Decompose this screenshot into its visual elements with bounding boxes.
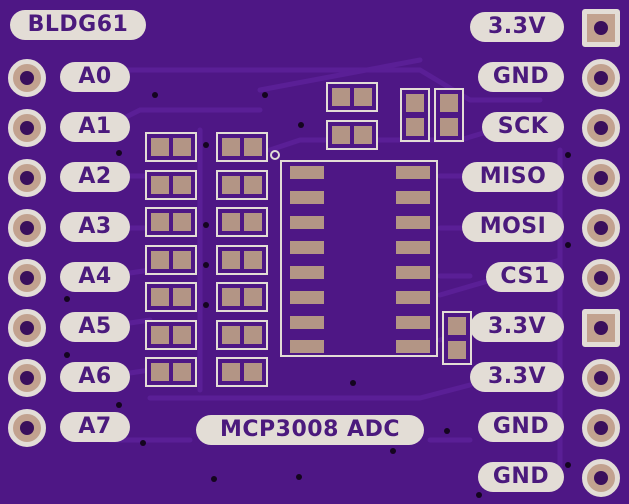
smd-resistor bbox=[216, 282, 268, 312]
smd-capacitor bbox=[442, 311, 472, 365]
via bbox=[203, 302, 209, 308]
left-pin-hole bbox=[8, 259, 46, 297]
via bbox=[298, 122, 304, 128]
via bbox=[203, 222, 209, 228]
pin-label-mosi: MOSI bbox=[462, 212, 564, 242]
smd-resistor bbox=[145, 282, 197, 312]
left-pin-hole bbox=[8, 109, 46, 147]
via bbox=[565, 152, 571, 158]
pin-label-miso: MISO bbox=[462, 162, 564, 192]
smd-capacitor bbox=[434, 88, 464, 142]
right-pin-hole bbox=[582, 359, 620, 397]
via bbox=[444, 428, 450, 434]
right-pin-hole bbox=[582, 309, 620, 347]
pin-label-a1: A1 bbox=[60, 112, 130, 142]
left-pin-hole bbox=[8, 159, 46, 197]
smd-resistor bbox=[145, 357, 197, 387]
left-pin-hole bbox=[8, 309, 46, 347]
via bbox=[262, 92, 268, 98]
via bbox=[296, 474, 302, 480]
via bbox=[116, 402, 122, 408]
pin-label-3v3: 3.3V bbox=[470, 362, 564, 392]
smd-capacitor bbox=[400, 88, 430, 142]
left-pin-hole bbox=[8, 209, 46, 247]
via bbox=[476, 492, 482, 498]
right-pin-hole bbox=[582, 459, 620, 497]
left-pin-hole bbox=[8, 359, 46, 397]
via bbox=[565, 242, 571, 248]
left-pin-hole bbox=[8, 59, 46, 97]
pin-label-3v3: 3.3V bbox=[470, 12, 564, 42]
pin-label-3v3: 3.3V bbox=[470, 312, 564, 342]
smd-resistor bbox=[145, 207, 197, 237]
smd-resistor bbox=[216, 357, 268, 387]
smd-capacitor bbox=[326, 120, 378, 150]
board-title: BLDG61 bbox=[10, 10, 146, 40]
right-pin-hole bbox=[582, 259, 620, 297]
via bbox=[140, 440, 146, 446]
pin-label-gnd: GND bbox=[478, 62, 564, 92]
left-pin-hole bbox=[8, 409, 46, 447]
smd-capacitor bbox=[326, 82, 378, 112]
pin-label-a4: A4 bbox=[60, 262, 130, 292]
smd-resistor bbox=[216, 320, 268, 350]
right-pin-hole bbox=[582, 59, 620, 97]
right-pin-hole bbox=[582, 209, 620, 247]
right-pin-hole bbox=[582, 159, 620, 197]
right-pin-hole bbox=[582, 109, 620, 147]
smd-resistor bbox=[216, 207, 268, 237]
via bbox=[390, 448, 396, 454]
pin-label-gnd: GND bbox=[478, 412, 564, 442]
pin-label-a6: A6 bbox=[60, 362, 130, 392]
via bbox=[116, 150, 122, 156]
pin1-marker bbox=[270, 150, 280, 160]
via bbox=[203, 142, 209, 148]
chip-label: MCP3008 ADC bbox=[196, 415, 424, 445]
smd-resistor bbox=[216, 170, 268, 200]
via bbox=[152, 92, 158, 98]
via bbox=[64, 296, 70, 302]
right-pin-hole bbox=[582, 9, 620, 47]
ic-footprint bbox=[280, 160, 438, 357]
smd-resistor bbox=[145, 245, 197, 275]
smd-resistor bbox=[216, 245, 268, 275]
via bbox=[350, 380, 356, 386]
pin-label-a5: A5 bbox=[60, 312, 130, 342]
pin-label-a0: A0 bbox=[60, 62, 130, 92]
via bbox=[565, 462, 571, 468]
pin-label-gnd: GND bbox=[478, 462, 564, 492]
pin-label-sck: SCK bbox=[482, 112, 564, 142]
smd-resistor bbox=[216, 132, 268, 162]
smd-resistor bbox=[145, 132, 197, 162]
smd-resistor bbox=[145, 170, 197, 200]
pin-label-cs1: CS1 bbox=[486, 262, 564, 292]
pin-label-a7: A7 bbox=[60, 412, 130, 442]
pin-label-a3: A3 bbox=[60, 212, 130, 242]
via bbox=[64, 352, 70, 358]
via bbox=[203, 262, 209, 268]
via bbox=[211, 476, 217, 482]
smd-resistor bbox=[145, 320, 197, 350]
pin-label-a2: A2 bbox=[60, 162, 130, 192]
right-pin-hole bbox=[582, 409, 620, 447]
